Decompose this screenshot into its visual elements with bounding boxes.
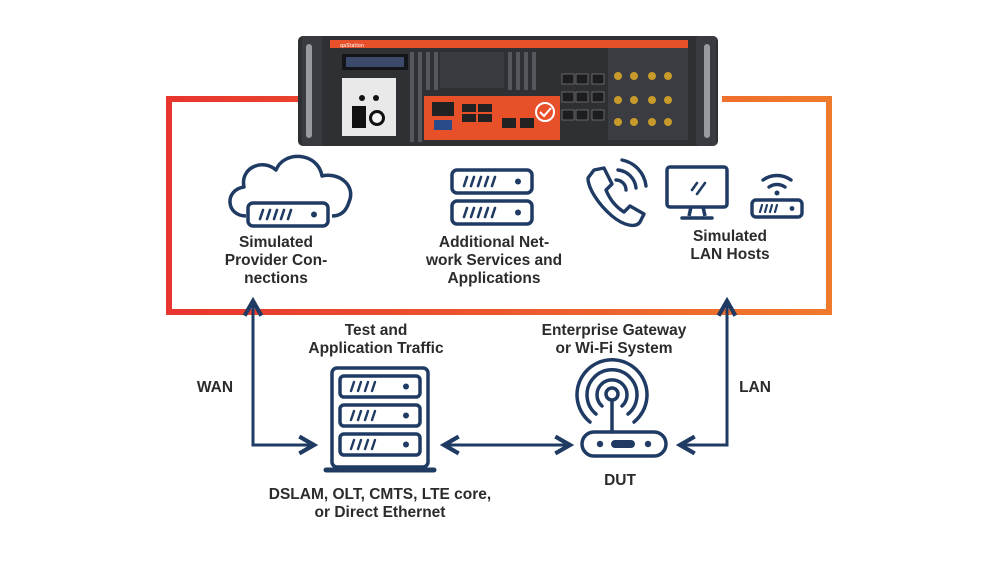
wan-connector [253,301,314,445]
svg-text:qaStation: qaStation [340,43,364,49]
cloud-server-icon [228,154,353,228]
lan-connector [680,301,727,445]
rack-appliance-illustration: qaStation [298,36,718,146]
lan-hosts-label: Simulated LAN Hosts [690,228,770,263]
access-label: DSLAM, OLT, CMTS, LTE core, or Direct Et… [268,486,492,521]
wan-label: WAN [196,379,234,396]
monitor-icon [665,165,729,220]
wifi-router-icon [750,173,804,219]
connection-frame [166,96,832,315]
lan-label: LAN [739,379,771,396]
phone-icon [586,158,648,228]
server-stack-icon [450,168,534,226]
gateway-label: Enterprise Gateway or Wi-Fi System [541,322,687,357]
traffic-label: Test and Application Traffic [308,322,444,357]
wireless-router-icon [575,358,668,458]
provider-label: Simulated Provider Con- nections [224,234,328,287]
dut-label: DUT [604,472,636,489]
services-label: Additional Net- work Services and Applic… [425,234,563,287]
server-rack-icon [323,366,437,473]
